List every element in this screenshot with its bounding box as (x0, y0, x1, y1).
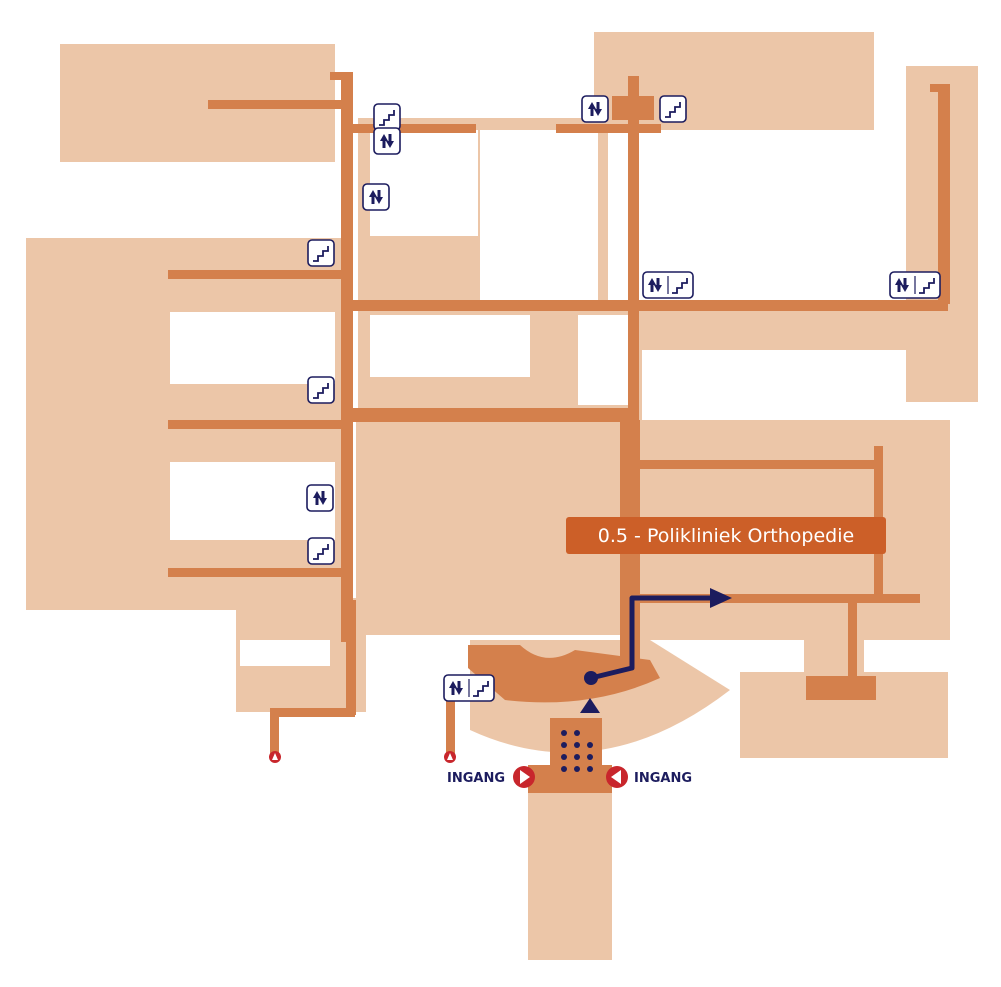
corridor-south-west-2 (270, 708, 279, 754)
entrance-arrow-icon (513, 766, 535, 788)
corridor-entrance-porch (528, 765, 612, 793)
stairs-icon (659, 95, 687, 123)
courtyard-5 (480, 130, 598, 300)
entrance-label-east: INGANG (634, 771, 692, 786)
stairs-elevator-icon (889, 271, 941, 299)
route-dot (561, 766, 567, 772)
corridor-south-east-block (806, 676, 876, 700)
courtyard-7 (578, 315, 628, 405)
destination-label: 0.5 - Polikliniek Orthopedie (566, 517, 886, 554)
corridor-south-mid (446, 700, 455, 754)
building-entrance-path (528, 790, 612, 960)
stairs-icon (307, 376, 335, 404)
route-dot (561, 742, 567, 748)
courtyard-1 (170, 312, 335, 384)
stairs-icon (307, 239, 335, 267)
corridor-west-top-stub (330, 72, 352, 80)
elevator-icon (373, 127, 401, 155)
route-dot (587, 754, 593, 760)
route-dot (574, 766, 580, 772)
corridors (168, 72, 950, 793)
entrance-arrow-icon (606, 766, 628, 788)
destination-label-bg (566, 517, 886, 554)
route-dot (574, 754, 580, 760)
corridor-west-branch-1 (168, 270, 343, 279)
route-dot (574, 730, 580, 736)
corridor-south-east (848, 600, 857, 680)
courtyard-6 (370, 315, 530, 377)
stairs-elevator-icon (642, 271, 694, 299)
route-path (561, 588, 732, 772)
entrance-label-west: INGANG (447, 771, 505, 786)
corridor-center-main (628, 76, 639, 676)
corridor-east-1 (638, 460, 880, 469)
corridor-central-lower (353, 408, 638, 422)
route-dot (561, 754, 567, 760)
courtyards (170, 130, 904, 666)
elevator-icon (362, 183, 390, 211)
elevator-icon (581, 95, 609, 123)
courtyard-8 (664, 152, 904, 292)
corridor-north-center (556, 124, 661, 133)
corridor-central-east-west (353, 300, 948, 311)
corridor-north-west (208, 100, 343, 109)
corridor-north-east-stub (930, 84, 946, 92)
courtyard-3 (240, 640, 330, 666)
corridor-east-2 (638, 594, 920, 603)
corridor-west-main (341, 72, 353, 642)
corridor-south-west-1 (270, 708, 355, 717)
entrance-marker-mid (444, 751, 456, 763)
stairs-icon (307, 537, 335, 565)
route-dot (561, 730, 567, 736)
corridor-north-east (938, 84, 950, 304)
route-arrow-icon (710, 588, 732, 608)
route-dot (587, 766, 593, 772)
corridor-west-south (346, 600, 356, 715)
elevator-icon (306, 484, 334, 512)
route-line (590, 595, 712, 681)
stairs-icon (373, 103, 401, 131)
corridor-entrance-hall (468, 645, 660, 703)
up-arrow-icon (580, 698, 600, 713)
route-dot (574, 742, 580, 748)
destination-label-text: 0.5 - Polikliniek Orthopedie (598, 525, 854, 547)
corridor-north-link (353, 124, 476, 133)
route-dots (561, 730, 593, 772)
corridor-west-branch-2 (168, 420, 343, 429)
corridor-west-branch-3 (168, 568, 343, 577)
stairs-elevator-icon (443, 674, 495, 702)
entrance-marker-west (269, 751, 281, 763)
entrance-east: INGANG (606, 766, 692, 788)
route-dot (587, 742, 593, 748)
entrance-west: INGANG (447, 766, 535, 788)
